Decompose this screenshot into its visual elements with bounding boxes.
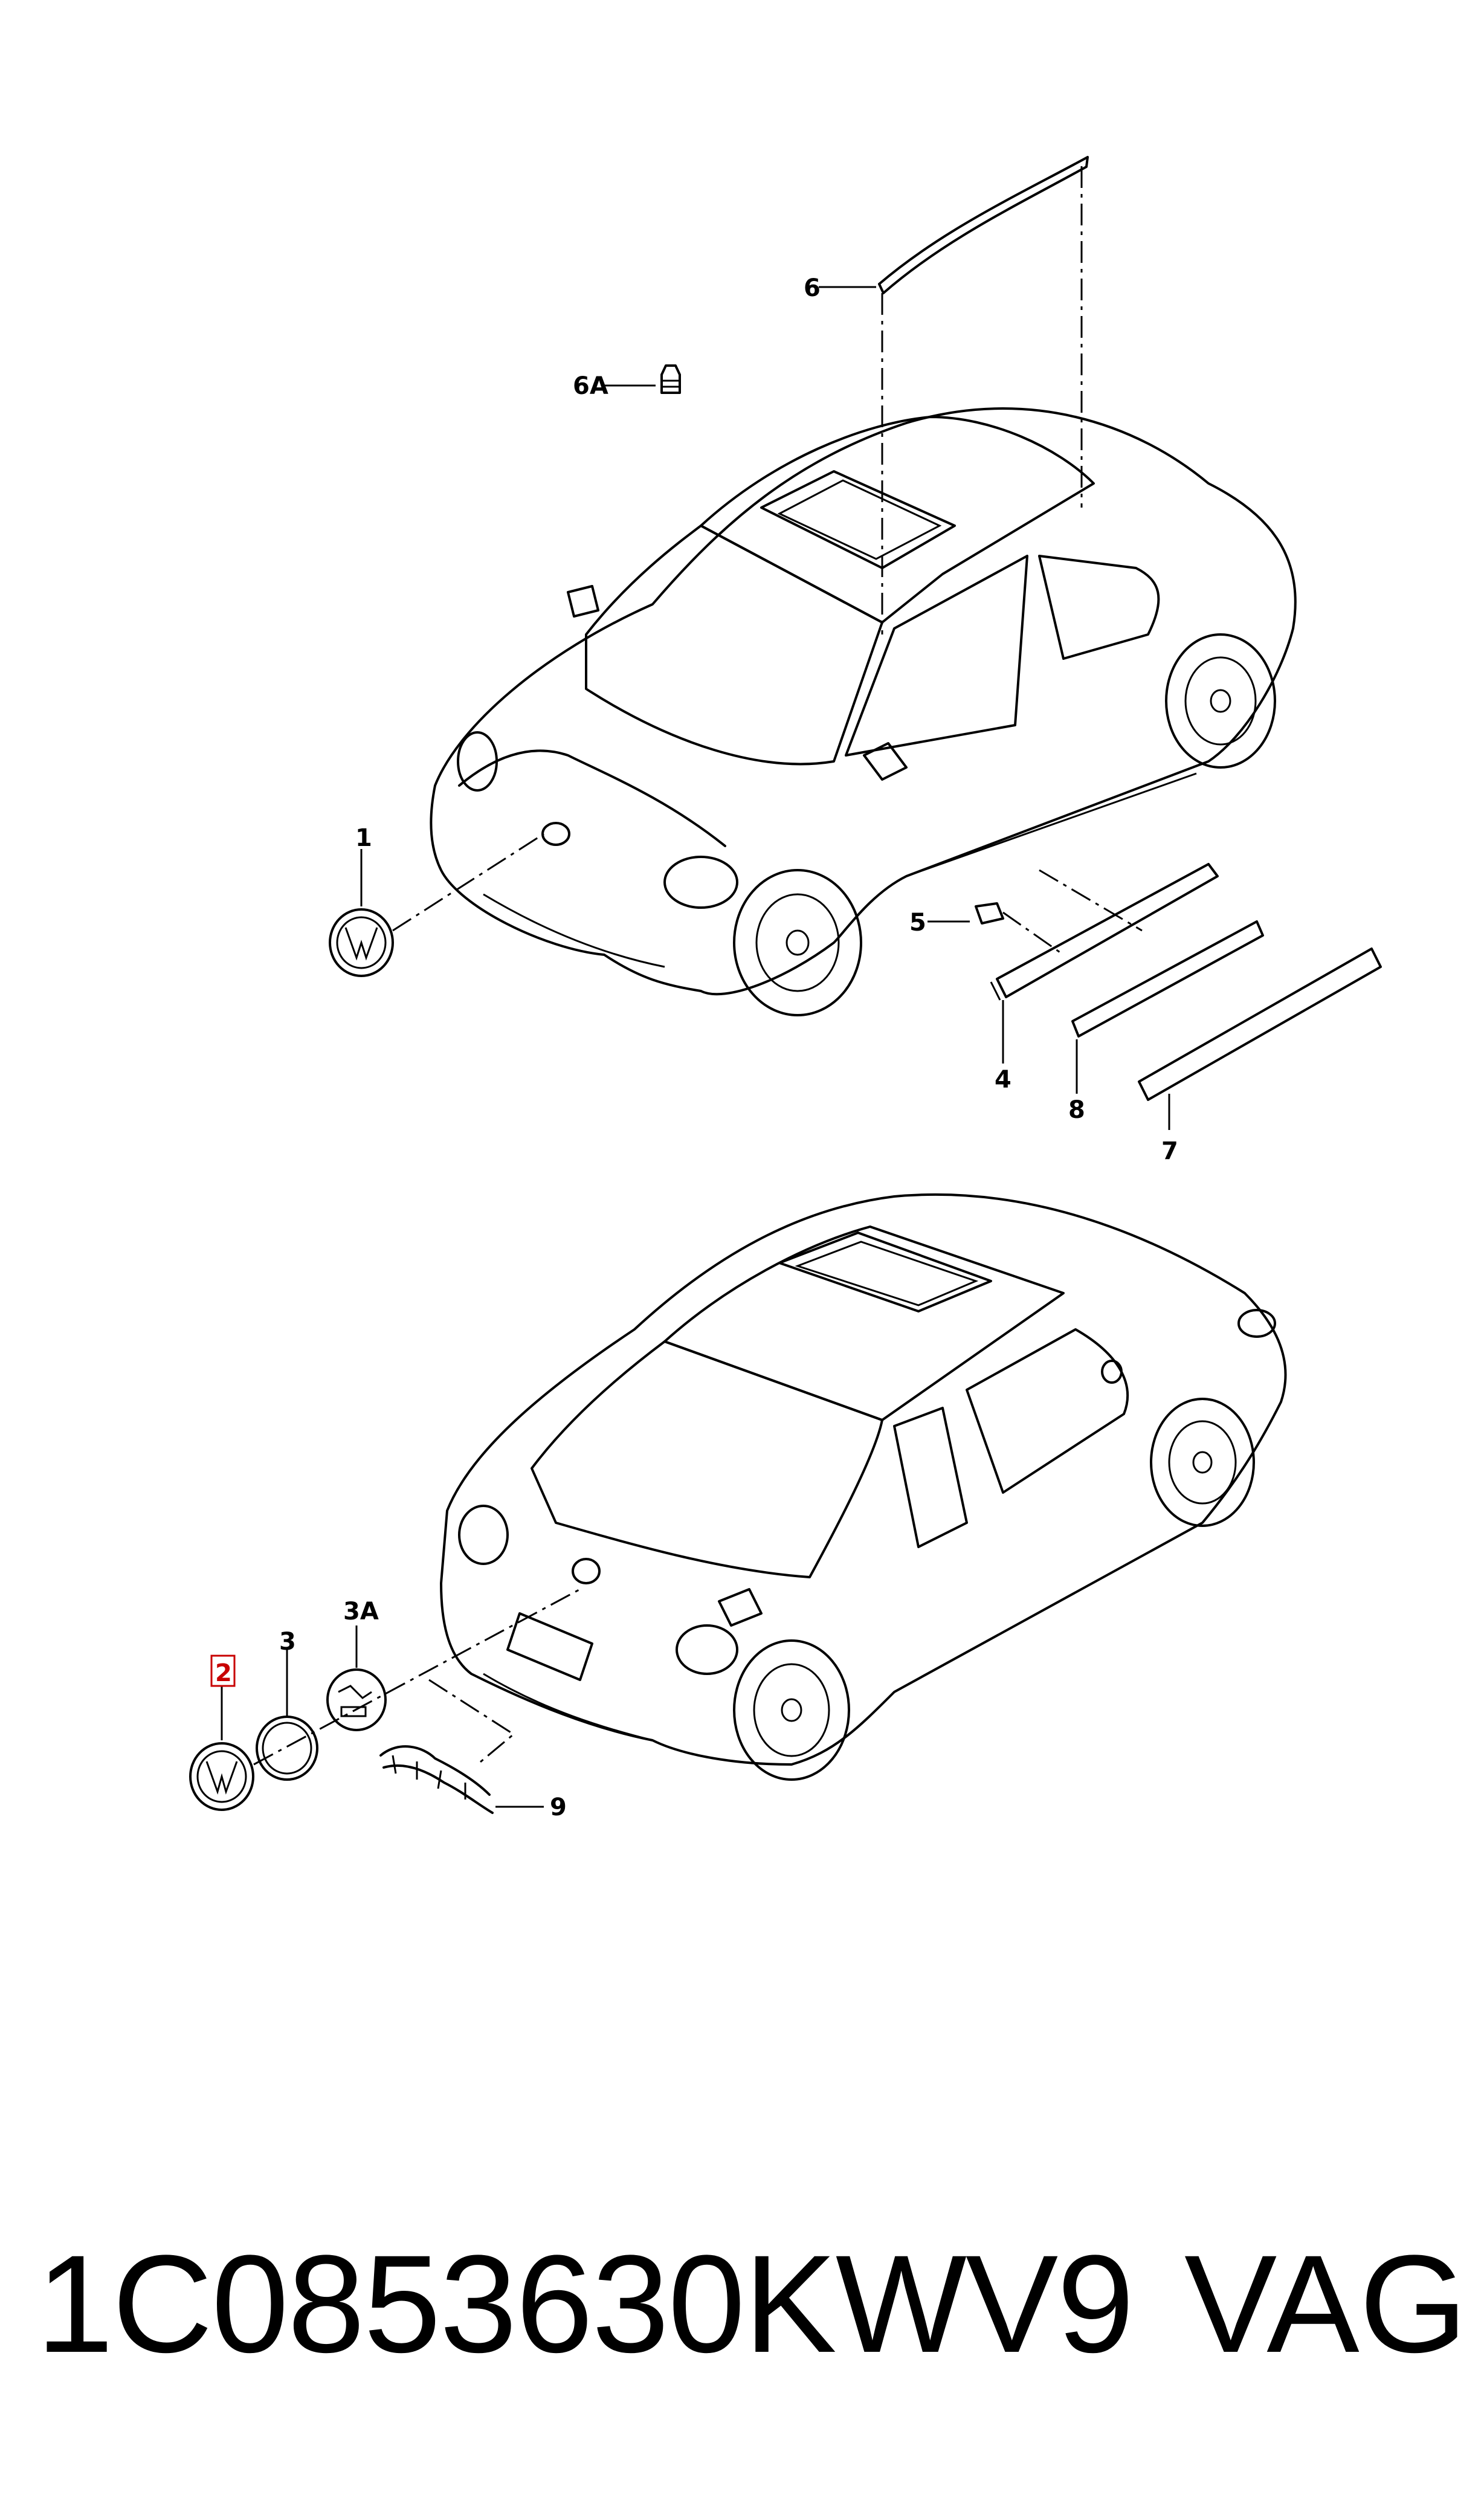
clip-5-part [975,902,1004,925]
callout-4: 4 [995,1066,1011,1094]
callout-8: 8 [1068,1096,1085,1124]
part-number: 1C0853630KWV9 [36,2226,1134,2381]
sill-strip-8-part [1071,920,1264,1038]
callout-6: 6 [804,274,821,302]
sill-strip-7-part [1138,947,1382,1101]
front-emblem-part [329,908,394,977]
sport-badge-part [379,1745,494,1814]
callout-9: 9 [550,1793,567,1821]
roof-trim-part [878,156,1089,294]
callout-3a: 3A [343,1598,379,1625]
brand-label: VAG [1184,2226,1468,2381]
callout-6a: 6A [573,372,608,400]
callout-7: 7 [1161,1137,1178,1165]
emblem-ring-part [256,1716,318,1781]
emblem-carrier-part [326,1668,387,1731]
rear-emblem-part [189,1742,254,1811]
car-front-illustration [430,407,1297,1016]
callout-2: 2 [215,1659,232,1687]
callout-2-highlight-box [210,1654,236,1687]
callout-1: 1 [355,824,372,852]
car-rear-illustration [440,1193,1287,1781]
callout-3: 3 [279,1628,296,1656]
clip-6a-part [660,364,681,394]
callout-5: 5 [909,909,926,937]
sill-strip-4-part [990,863,1219,1001]
